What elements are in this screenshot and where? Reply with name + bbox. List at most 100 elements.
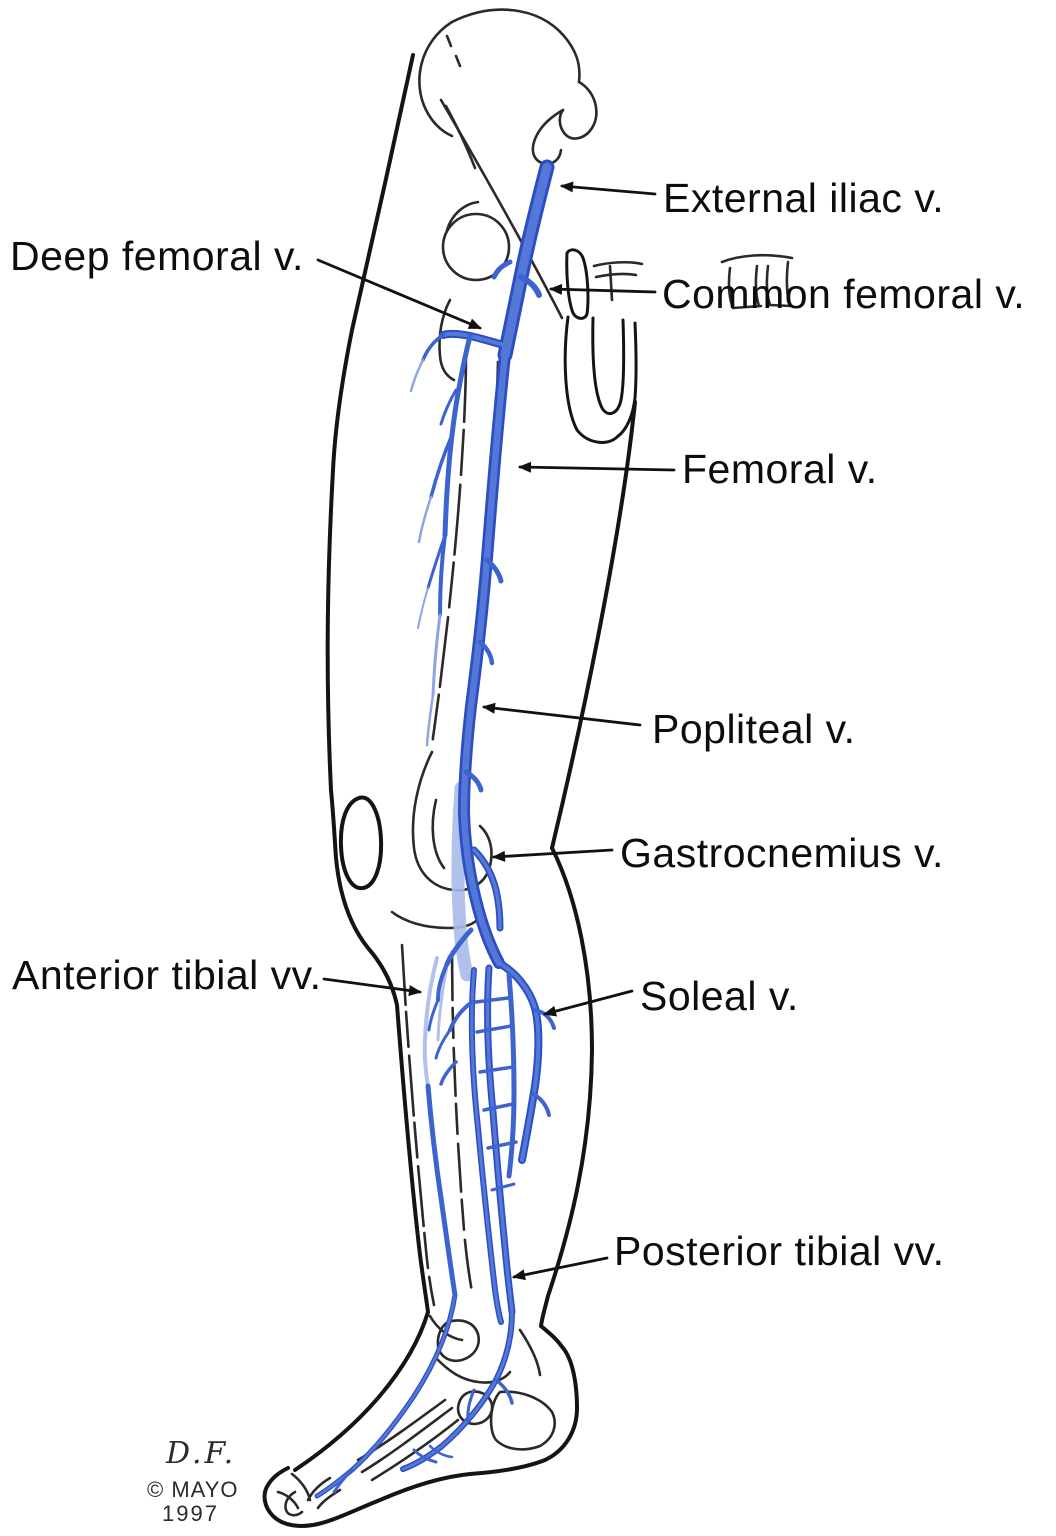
pubic-sketch [720,253,794,310]
metatarsal-2 [370,1418,460,1482]
groin-sketch-inner [591,316,626,416]
condyle-inner-arc [431,798,446,870]
deep-femoral-branches [409,333,473,747]
groin-sketch-outer [563,315,638,444]
toe-detail-1 [290,1472,312,1502]
arrow-femoral [518,461,676,473]
trunk-stubs [463,259,542,793]
ladder-twig-6 [490,1182,516,1192]
tibial-plateau [390,910,479,930]
tibia-front [400,943,436,1307]
vein-labels: External iliac v. Deep femoral v. Common… [10,175,1025,1274]
foot-twig-2 [466,1388,476,1424]
arrow-deep-femoral [316,258,482,330]
vein-core-iliac [500,162,552,360]
deep-femoral-twig-2 [426,533,447,590]
phalanx-2 [316,1488,342,1510]
toe-detail-2 [276,1490,300,1510]
posterior-ilium [558,80,598,140]
foot-twig-5 [428,1444,454,1459]
ilium-outline [418,20,454,138]
calf-fork-left-twig [427,998,440,1032]
femoral-head [441,212,511,282]
calf-branch-left-2 [439,1060,458,1086]
arrow-common-femoral [549,283,657,295]
label-deep-femoral: Deep femoral v. [10,233,304,279]
foot-twig-3 [412,1448,438,1464]
foot-twig-1 [494,1378,514,1405]
artist-initials: D.F. [165,1436,236,1471]
vein-core-pt2 [470,968,503,1324]
leg-outline [262,53,644,1528]
ladder-twig-3 [478,1065,515,1074]
foot-vein-anterior [314,1292,458,1499]
toe-bone [284,1490,304,1517]
front-body-thigh-shin-line [325,53,430,1314]
label-external-iliac: External iliac v. [663,175,944,221]
deep-femoral-twig-4 [421,333,445,362]
femoral-condyle [411,750,493,892]
heel-and-sole-line [262,1324,579,1528]
metatarsal-1 [360,1406,454,1474]
deep-femoral-twig-3 [439,388,458,426]
popliteal-stub [463,769,484,793]
tibia-back [450,950,474,1294]
arrow-posterior-tibial [512,1256,609,1281]
foot-vein-twigs [332,1378,514,1494]
anterior-tibial-faded-1 [422,956,439,1088]
femur-shaft-front [430,350,468,747]
label-posterior-tibial: Posterior tibial vv. [614,1228,945,1274]
copyright-year: 1997 [162,1501,219,1526]
soleal-vein [495,959,543,1164]
iliac-crest [450,8,581,84]
femoral-stub-1 [484,557,504,584]
ladder-twig-5 [486,1140,518,1150]
label-soleal: Soleal v. [640,973,799,1019]
copyright-line: © MAYO [147,1477,238,1502]
ladder-twig-1 [474,996,510,1004]
calcaneus [489,1390,556,1451]
calf-branch-left-1 [448,1000,474,1032]
ischial-notch [531,108,565,166]
pubic-ramus-sketch [444,104,477,170]
ladder-twig-4 [482,1102,515,1112]
arrow-popliteal [482,702,642,727]
arrow-soleal [543,989,634,1017]
back-thigh-line [550,400,637,850]
label-popliteal: Popliteal v. [652,706,856,752]
ladder-twig-2 [475,1024,513,1034]
groin-cord [565,248,590,320]
vein-core-soleal [497,961,541,1162]
vein-core-gastrocnemius [472,848,502,930]
crest-sketch-dash [445,34,462,68]
arrow-gastrocnemius [492,848,614,862]
ankle-sketch-2 [518,1328,542,1377]
vein-core-foot-ant [315,1293,457,1498]
cfv-stub-right [518,274,542,298]
deep-femoral-twig-1 [429,433,454,499]
calf-back-line [539,846,594,1328]
credit-block: D.F. © MAYO 1997 [147,1436,238,1526]
cfv-stub-left [491,259,513,280]
label-femoral: Femoral v. [682,446,878,492]
anterior-tibial-vein [425,1083,458,1298]
skeleton-sketch [284,8,794,1517]
calf-fork-left-cont [436,962,449,1002]
label-gastrocnemius: Gastrocnemius v. [620,830,944,876]
calf-vein-tree [427,927,556,1192]
talus [436,1319,481,1363]
venous-tree [314,159,556,1499]
calf-fork-left [444,927,474,967]
foot-dorsum-line [293,1310,430,1472]
soleal-twig-2 [531,1092,551,1117]
groin-detail-lines [592,260,644,302]
patella [338,795,384,891]
deep-femoral-twig-2b [417,587,429,629]
deep-femoral-twig-4b [409,358,425,393]
vein-core-femoral [460,351,509,967]
arrow-anterior-tibial [322,977,422,996]
calf-branch-left-3 [434,1028,452,1060]
foot-twig-4 [332,1468,354,1494]
peroneal-vein [506,972,517,1179]
